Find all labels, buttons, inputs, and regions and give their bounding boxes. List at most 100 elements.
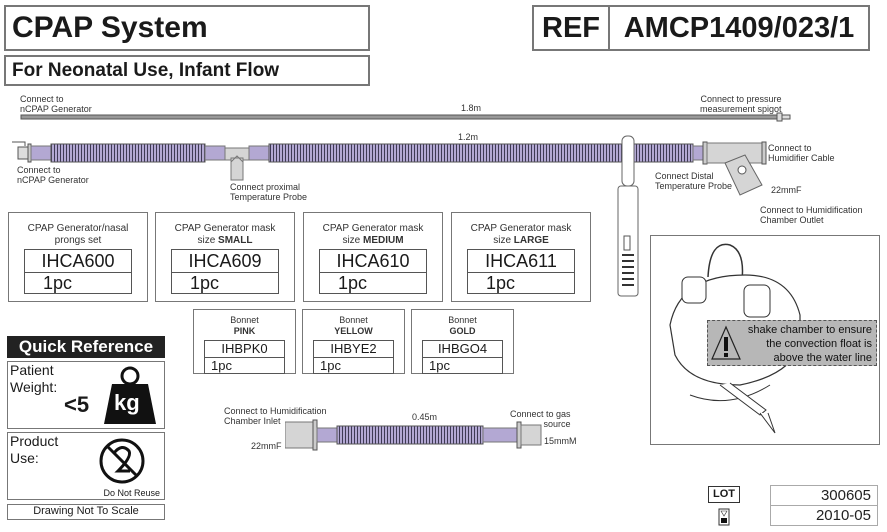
inlet-length: 0.45m <box>412 412 438 422</box>
pressure-line-left-label: Connect to nCPAP Generator <box>20 94 92 114</box>
do-not-reuse-icon <box>99 438 145 484</box>
size-label: LARGE <box>513 235 549 246</box>
inlet-right-size: 15mmM <box>544 436 577 446</box>
inlet-left-size: 22mmF <box>251 441 282 451</box>
subtitle-box: For Neonatal Use, Infant Flow <box>4 55 370 86</box>
bonnet-code: IHBPK0 <box>205 341 284 358</box>
title-box: CPAP System <box>4 5 370 51</box>
desc-line: size <box>342 235 363 246</box>
hose-segment <box>336 425 484 445</box>
bonnet-label: Bonnet <box>339 315 368 325</box>
spigot-connector <box>776 112 783 122</box>
chamber-outlet-label: Connect to Humidification Chamber Outlet <box>760 205 863 225</box>
chamber-inlet-connector <box>285 421 314 449</box>
size-label: SMALL <box>218 235 253 246</box>
warning-line: the convection float is <box>766 338 872 350</box>
bonnet-color: GOLD <box>449 326 476 336</box>
hourglass-icon <box>718 508 730 526</box>
bonnet-label: Bonnet <box>230 315 259 325</box>
label-line: Patient <box>10 362 54 378</box>
page-subtitle: For Neonatal Use, Infant Flow <box>12 60 280 81</box>
label-line: Weight: <box>10 379 58 395</box>
warning-line: shake chamber to ensure <box>747 324 872 336</box>
weight-icon <box>104 366 156 424</box>
label-line: Connect to <box>768 143 812 153</box>
gas-source-connector <box>520 424 542 446</box>
part-qty: 1pc <box>486 273 516 293</box>
label-line: nCPAP Generator <box>17 175 89 185</box>
desc-line: size <box>197 235 219 246</box>
lot-symbol: LOT <box>708 486 740 503</box>
bonnet-qty: 1pc <box>211 358 232 373</box>
label-line: Connect to Humidification <box>760 205 863 215</box>
desc-line: size <box>493 235 514 246</box>
part-qty: 1pc <box>190 273 220 293</box>
label-line: Humidifier Cable <box>768 153 835 163</box>
inlet-left-label: Connect to Humidification Chamber Inlet <box>224 406 327 426</box>
ref-value: AMCP1409/023/1 <box>623 11 855 44</box>
bonnet-qty: 1pc <box>429 358 450 373</box>
label-line: Connect proximal <box>230 182 301 192</box>
bonnet-label: Bonnet <box>448 315 477 325</box>
part-qty: 1pc <box>43 273 73 293</box>
desc-line: CPAP Generator mask <box>322 223 424 234</box>
quick-reference-title: Quick Reference <box>7 336 165 358</box>
drawing-note: Drawing Not To Scale <box>7 504 165 520</box>
distal-probe-label: Connect Distal Temperature Probe <box>655 171 732 191</box>
weight-value: <5 <box>64 392 90 417</box>
label-line: nCPAP Generator <box>20 104 92 114</box>
page-title: CPAP System <box>12 11 208 44</box>
label-line: Temperature Probe <box>230 192 308 202</box>
outlet-size: 22mmF <box>771 185 802 195</box>
part-code: IHCA611 <box>468 250 574 273</box>
label-line: Connect to gas <box>510 409 571 419</box>
desc-line: CPAP Generator mask <box>174 223 276 234</box>
inlet-right-label: Connect to gas source <box>510 409 571 429</box>
label-line: measurement spigot <box>700 104 782 114</box>
main-circuit-length: 1.2m <box>458 132 479 142</box>
label-line: Use: <box>10 450 39 466</box>
proximal-probe-label: Connect proximal Temperature Probe <box>230 182 307 202</box>
bonnet-code: IHBGO4 <box>423 341 502 358</box>
label-line: Chamber Outlet <box>760 215 824 225</box>
lot-table: 300605 2010-05 <box>770 485 878 526</box>
desc-line: CPAP Generator/nasal <box>27 223 129 234</box>
ref-box: REF AMCP1409/023/1 <box>532 5 870 51</box>
humidifier-cable-label: Connect to Humidifier Cable <box>768 143 835 163</box>
ref-label: REF <box>534 7 610 49</box>
pressure-line-length: 1.8m <box>461 103 482 113</box>
hose-segment <box>50 143 206 163</box>
main-left-label: Connect to nCPAP Generator <box>17 165 89 185</box>
pressure-line-right-label: Connect to pressure measurement spigot <box>700 94 782 114</box>
part-code: IHCA600 <box>25 250 131 273</box>
label-line: Connect to Humidification <box>224 406 327 416</box>
warning-icon <box>711 325 741 360</box>
label-line: Chamber Inlet <box>224 416 281 426</box>
part-code: IHCA610 <box>320 250 426 273</box>
label-line: Connect Distal <box>655 171 714 181</box>
warning-text: shake chamber to ensure the convection f… <box>748 323 872 365</box>
label-line: Connect to <box>20 94 64 104</box>
weight-unit: kg <box>114 390 140 415</box>
lot-number: 300605 <box>771 486 877 506</box>
chamber-outlet-elbow <box>724 154 763 196</box>
bonnet-code: IHBYE2 <box>314 341 393 358</box>
label-line: Connect to <box>17 165 61 175</box>
label-line: source <box>543 419 571 429</box>
inlet-tube-drawing <box>285 419 542 451</box>
humidification-chamber-frame <box>650 235 880 445</box>
part-code: IHCA609 <box>172 250 278 273</box>
